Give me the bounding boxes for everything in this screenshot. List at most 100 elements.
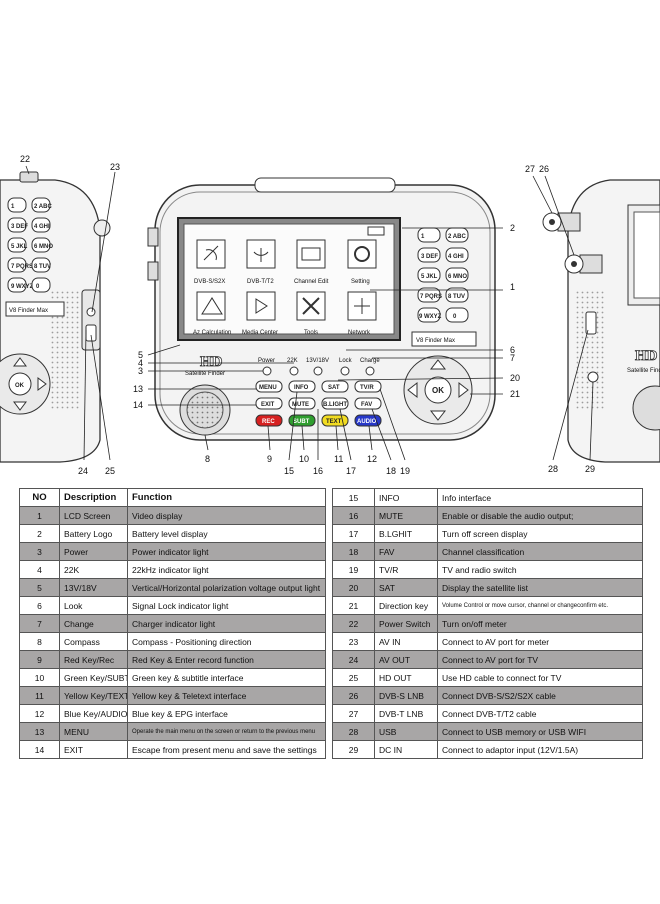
row-no: 27 [332, 704, 375, 723]
row-function: Video display [127, 506, 326, 525]
power-indicator-label: Power [258, 358, 275, 364]
row-description: FAV [374, 542, 438, 561]
row-description: Change [59, 614, 128, 633]
row-function: Yellow key & Teletext interface [127, 686, 326, 705]
callout-5: 5 [138, 350, 143, 360]
callout-27: 27 [525, 164, 535, 174]
row-function: Display the satellite list [437, 578, 643, 597]
row-description: Blue Key/AUDIO [59, 704, 128, 723]
down-arrow-icon[interactable] [429, 410, 447, 421]
tvr-button[interactable] [354, 380, 382, 393]
row-no: 15 [332, 488, 375, 507]
row-description: Yellow Key/TEXT [59, 686, 128, 705]
row-no: 18 [332, 542, 375, 561]
row-function: Enable or disable the audio output; [437, 506, 643, 525]
row-no: 16 [332, 506, 375, 525]
svg-text:3 DEF: 3 DEF [11, 224, 28, 230]
svg-text:B.LIGHT: B.LIGHT [323, 402, 347, 408]
callout-7: 7 [510, 353, 515, 363]
svg-text:MENU: MENU [259, 385, 277, 391]
row-function: Escape from present menu and save the se… [127, 740, 326, 759]
22k-indicator-label: 22K [287, 358, 298, 364]
callout-6: 6 [510, 345, 515, 355]
row-no: 22 [332, 614, 375, 633]
up-arrow-icon[interactable] [429, 359, 447, 370]
callout-8: 8 [205, 454, 210, 464]
icon-az-calculation: Az Calculation [193, 330, 231, 336]
front-numpad: 1 2 ABC 3 DEF 4 GHI 5 JKL 6 MNO 7 PQRS 8… [417, 227, 469, 323]
row-description: Power Switch [374, 614, 438, 633]
icon-tools: Tools [304, 330, 318, 336]
row-function: Power indicator light [127, 542, 326, 561]
row-description: MENU [59, 722, 128, 741]
right-brand-logo: HD [635, 348, 658, 364]
callout-16: 16 [313, 466, 323, 476]
svg-text:0: 0 [453, 314, 457, 320]
right-arrow-icon[interactable] [458, 381, 469, 399]
row-no: 8 [19, 632, 60, 651]
power-led [262, 366, 272, 376]
row-function: Battery level display [127, 524, 326, 543]
gear-icon [354, 246, 370, 262]
row-description: HD OUT [374, 668, 438, 687]
menu-button[interactable] [255, 380, 283, 393]
icon-media-center: Media Center [242, 330, 278, 336]
row-description: B.LGHIT [374, 524, 438, 543]
av-in-port-icon [93, 219, 111, 237]
svg-text:2 ABC: 2 ABC [34, 204, 52, 210]
svg-text:9 WXYZ: 9 WXYZ [419, 314, 442, 320]
svg-text:INFO: INFO [294, 385, 309, 391]
row-function: Connect to AV port for TV [437, 650, 643, 669]
svg-text:1: 1 [421, 234, 425, 240]
direction-keys[interactable]: OK [403, 355, 473, 425]
callout-18: 18 [386, 466, 396, 476]
exit-button[interactable] [255, 397, 283, 410]
fav-button[interactable] [354, 397, 382, 410]
svg-text:8 TUV: 8 TUV [34, 264, 51, 270]
row-no: 4 [19, 560, 60, 579]
row-no: 6 [19, 596, 60, 615]
left-arrow-icon[interactable] [407, 381, 418, 399]
dvb-t-lnb-connector-icon [564, 254, 603, 274]
row-description: Compass [59, 632, 128, 651]
screen-menu-icons: DVB-S/S2X DVB-T/T2 Channel Edit Setting … [193, 239, 377, 336]
hd-out-port-icon [85, 324, 97, 342]
sat-button[interactable] [321, 380, 349, 393]
callout-26: 26 [539, 164, 549, 174]
row-no: 29 [332, 740, 375, 759]
row-description: Red Key/Rec [59, 650, 128, 669]
callout-9: 9 [267, 454, 272, 464]
row-no: 1 [19, 506, 60, 525]
red-rec-button[interactable] [255, 414, 283, 427]
header-description: Description [59, 488, 128, 507]
blight-button[interactable] [321, 397, 349, 410]
blue-audio-button[interactable] [354, 414, 382, 427]
callout-1: 1 [510, 282, 515, 292]
row-description: INFO [374, 488, 438, 507]
row-no: 14 [19, 740, 60, 759]
row-function: Operate the main menu on the screen or r… [127, 722, 326, 741]
row-function: 22kHz indicator light [127, 560, 326, 579]
svg-text:5 JKL: 5 JKL [11, 244, 28, 250]
callout-15: 15 [284, 466, 294, 476]
info-button[interactable] [288, 380, 316, 393]
row-no: 20 [332, 578, 375, 597]
callout-4: 4 [138, 358, 143, 368]
row-description: AV OUT [374, 650, 438, 669]
svg-text:OK: OK [432, 386, 444, 395]
callout-24: 24 [78, 466, 88, 476]
